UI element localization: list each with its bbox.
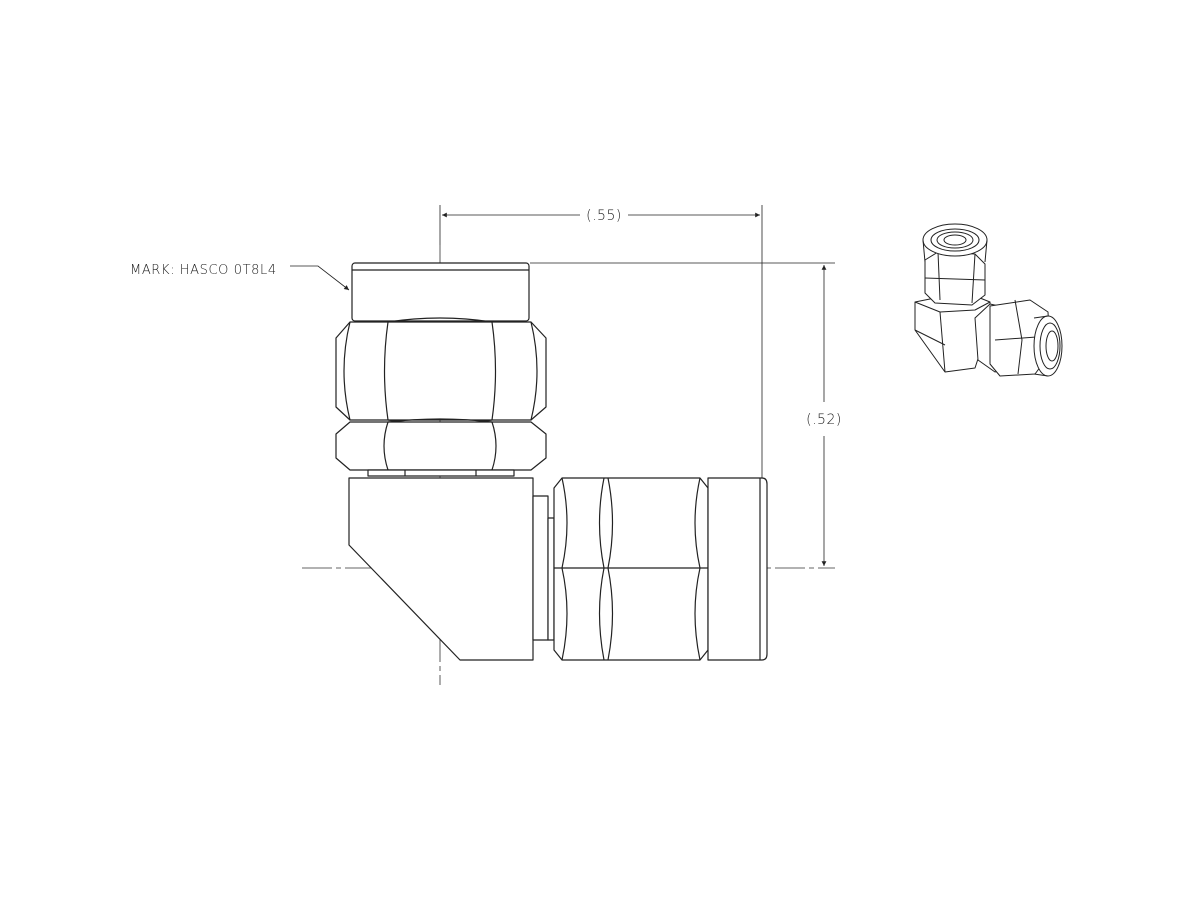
elbow-body [348, 477, 534, 661]
connector-isometric-icon [914, 223, 1063, 377]
side-hex-nut [553, 477, 709, 661]
side-flange [532, 495, 555, 641]
upper-hex-nut [335, 317, 547, 425]
callout-leader [290, 265, 350, 291]
dimension-width [439, 205, 763, 478]
dim-width-label: (.55) [586, 208, 622, 224]
dimension-height [530, 262, 835, 566]
connector-front-view [335, 262, 768, 661]
washer [367, 469, 515, 477]
side-plug [707, 477, 768, 661]
dim-height-label: (.52) [806, 412, 842, 428]
mark-callout: MARK: HASCO 0T8L4 [130, 263, 277, 278]
top-plug [351, 262, 530, 322]
lower-jam-nut [335, 418, 547, 474]
